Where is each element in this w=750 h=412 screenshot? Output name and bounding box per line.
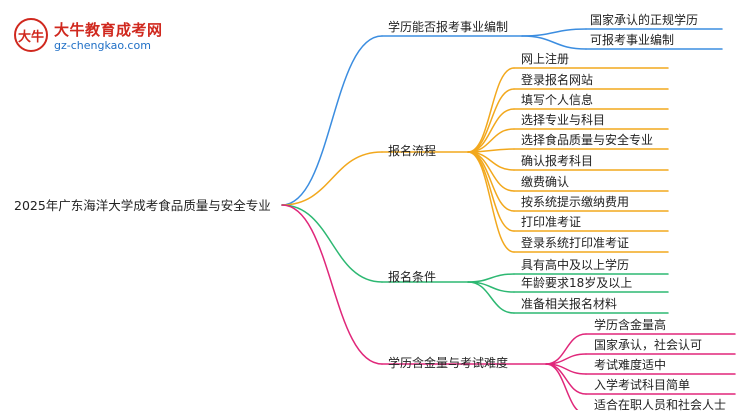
- site-logo: 大牛 大牛教育成考网 gz-chengkao.com: [14, 18, 164, 58]
- mindmap-link: [467, 67, 515, 153]
- mindmap-link: [281, 35, 383, 206]
- leaf-label: 选择专业与科目: [521, 113, 606, 127]
- mindmap-link: [281, 204, 383, 365]
- mindmap-link: [281, 151, 383, 206]
- mindmap-link: [281, 204, 383, 283]
- mindmap-link: [467, 88, 515, 153]
- branch-label: 报名流程: [388, 144, 437, 158]
- leaf-label: 具有高中及以上学历: [521, 258, 630, 272]
- branch-label: 学历能否报考事业编制: [388, 20, 509, 34]
- branch-label: 报名条件: [388, 270, 437, 284]
- leaf-label: 国家承认的正规学历: [590, 13, 699, 27]
- leaf-label: 填写个人信息: [521, 93, 594, 107]
- leaf-label: 选择食品质量与安全专业: [521, 133, 654, 147]
- leaf-label: 入学考试科目简单: [594, 378, 691, 392]
- leaf-label: 缴费确认: [521, 175, 570, 189]
- mindmap-link: [467, 281, 515, 314]
- leaf-label: 登录报名网站: [521, 73, 594, 87]
- logo-url: gz-chengkao.com: [54, 39, 151, 52]
- mindmap-link: [545, 363, 579, 410]
- mindmap-link: [521, 28, 587, 37]
- leaf-label: 按系统提示缴纳费用: [521, 195, 630, 209]
- leaf-label: 可报考事业编制: [590, 33, 675, 47]
- leaf-label: 国家承认，社会认可: [594, 338, 703, 352]
- logo-badge-icon: 大牛: [14, 18, 48, 52]
- mindmap-link: [467, 273, 515, 283]
- mindmap-link: [467, 151, 515, 253]
- leaf-label: 考试难度适中: [594, 358, 667, 372]
- leaf-label: 登录系统打印准考证: [521, 236, 630, 250]
- leaf-label: 准备相关报名材料: [521, 297, 618, 311]
- leaf-label: 学历含金量高: [594, 318, 667, 332]
- branch-label: 学历含金量与考试难度: [388, 356, 509, 370]
- leaf-label: 网上注册: [521, 52, 570, 66]
- leaf-label: 适合在职人员和社会人士: [594, 398, 727, 412]
- leaf-label: 打印准考证: [521, 215, 582, 229]
- mindmap-link: [467, 151, 515, 192]
- logo-title: 大牛教育成考网: [54, 21, 163, 39]
- root-node: 2025年广东海洋大学成考食品质量与安全专业: [14, 198, 271, 213]
- leaf-label: 确认报考科目: [521, 154, 594, 168]
- mindmap-link: [467, 151, 515, 232]
- leaf-label: 年龄要求18岁及以上: [521, 276, 633, 290]
- mindmap-link: [521, 35, 587, 50]
